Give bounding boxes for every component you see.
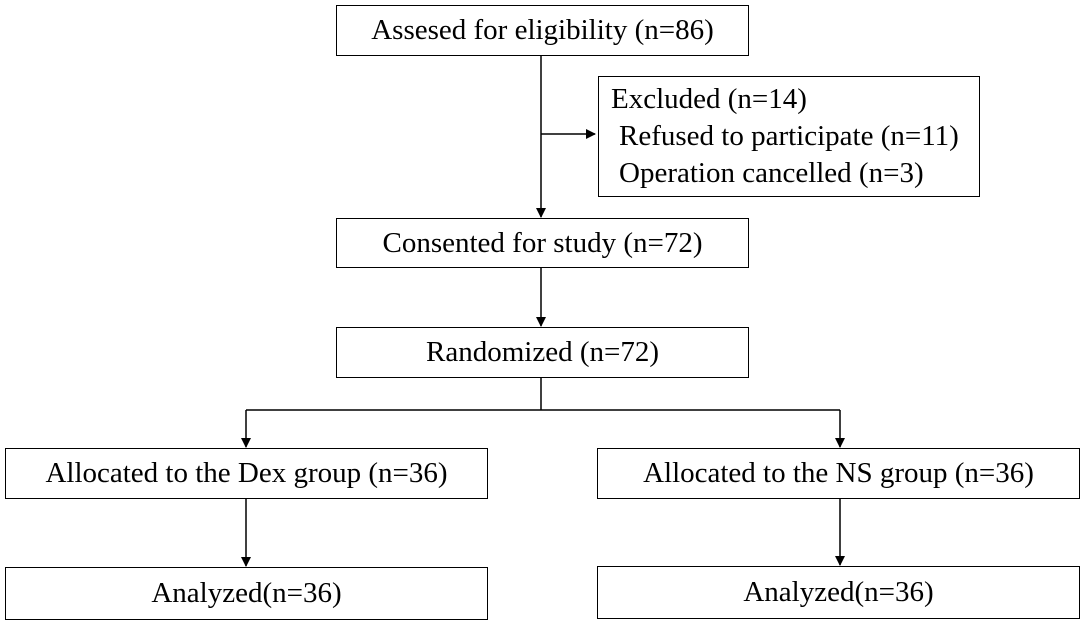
allocated-ns-box: Allocated to the NS group (n=36) [597,448,1080,499]
consented-label: Consented for study (n=72) [382,226,703,259]
allocated-ns-label: Allocated to the NS group (n=36) [643,457,1034,489]
analyzed-ns-label: Analyzed(n=36) [743,576,934,608]
assessed-box: Assesed for eligibility (n=86) [336,5,749,56]
excluded-reason-cancelled: Operation cancelled (n=3) [619,157,924,189]
analyzed-dex-label: Analyzed(n=36) [151,577,342,609]
assessed-label: Assesed for eligibility (n=86) [371,14,714,46]
randomized-box: Randomized (n=72) [336,327,749,378]
consented-box: Consented for study (n=72) [336,218,749,268]
analyzed-dex-box: Analyzed(n=36) [5,567,488,620]
analyzed-ns-box: Analyzed(n=36) [597,566,1080,619]
excluded-title: Excluded (n=14) [611,83,807,115]
excluded-reason-refused: Refused to participate (n=11) [619,120,959,152]
excluded-box: Excluded (n=14) Refused to participate (… [598,76,980,197]
randomized-label: Randomized (n=72) [426,336,659,368]
allocated-dex-label: Allocated to the Dex group (n=36) [45,457,448,489]
allocated-dex-box: Allocated to the Dex group (n=36) [5,448,488,499]
